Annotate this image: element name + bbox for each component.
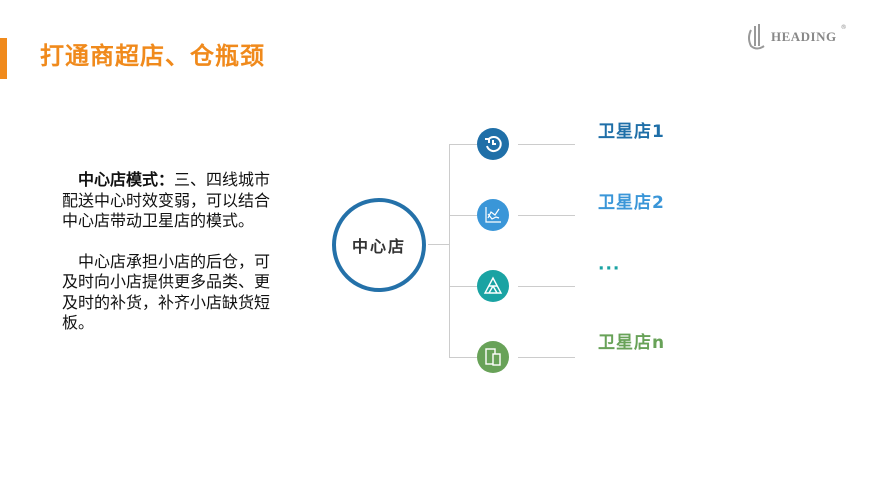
role-text: 中心店承担小店的后仓，可及时向小店提供更多品类、更及时的补货，补齐小店缺货短板。 bbox=[62, 251, 271, 333]
logo-text: HEADING bbox=[771, 29, 837, 44]
line-chart-icon bbox=[477, 199, 509, 231]
hub-label: 中心店 bbox=[351, 237, 406, 256]
logo-mark-icon bbox=[748, 24, 765, 50]
title-accent-bar bbox=[0, 38, 7, 79]
branch-label: 卫星店n bbox=[598, 333, 666, 353]
description-p1: 中心店模式：三、四线城市配送中心时效变弱，可以结合中心店带动卫星店的模式。 bbox=[62, 170, 282, 232]
branch-line-left bbox=[449, 286, 477, 287]
devices-icon bbox=[477, 341, 509, 373]
logo-reg: ® bbox=[840, 24, 847, 31]
description-p2: 中心店承担小店的后仓，可及时向小店提供更多品类、更及时的补货，补齐小店缺货短板。 bbox=[62, 252, 282, 334]
trunk-line bbox=[449, 144, 450, 358]
branch-line-right bbox=[518, 357, 575, 358]
description: 中心店模式：三、四线城市配送中心时效变弱，可以结合中心店带动卫星店的模式。 中心… bbox=[62, 170, 282, 354]
branch-line-right bbox=[518, 215, 575, 216]
branch-line-right bbox=[518, 286, 575, 287]
branch-label: ··· bbox=[598, 259, 621, 279]
branch-label: 卫星店1 bbox=[598, 122, 665, 142]
hub-circle: 中心店 bbox=[332, 198, 426, 292]
slide-title: 打通商超店、仓瓶颈 bbox=[40, 42, 265, 70]
mode-text: 三、四线城市配送中心时效变弱，可以结合中心店带动卫星店的模式。 bbox=[62, 170, 271, 230]
history-icon bbox=[477, 128, 509, 160]
hub-connector bbox=[428, 244, 449, 245]
heading-logo: HEADING ® bbox=[747, 24, 847, 50]
triangle-icon bbox=[477, 270, 509, 302]
branch-line-right bbox=[518, 144, 575, 145]
branch-line-left bbox=[449, 215, 477, 216]
mode-label: 中心店模式： bbox=[78, 170, 175, 189]
branch-line-left bbox=[449, 357, 477, 358]
branch-label: 卫星店2 bbox=[598, 193, 665, 213]
branch-line-left bbox=[449, 144, 477, 145]
